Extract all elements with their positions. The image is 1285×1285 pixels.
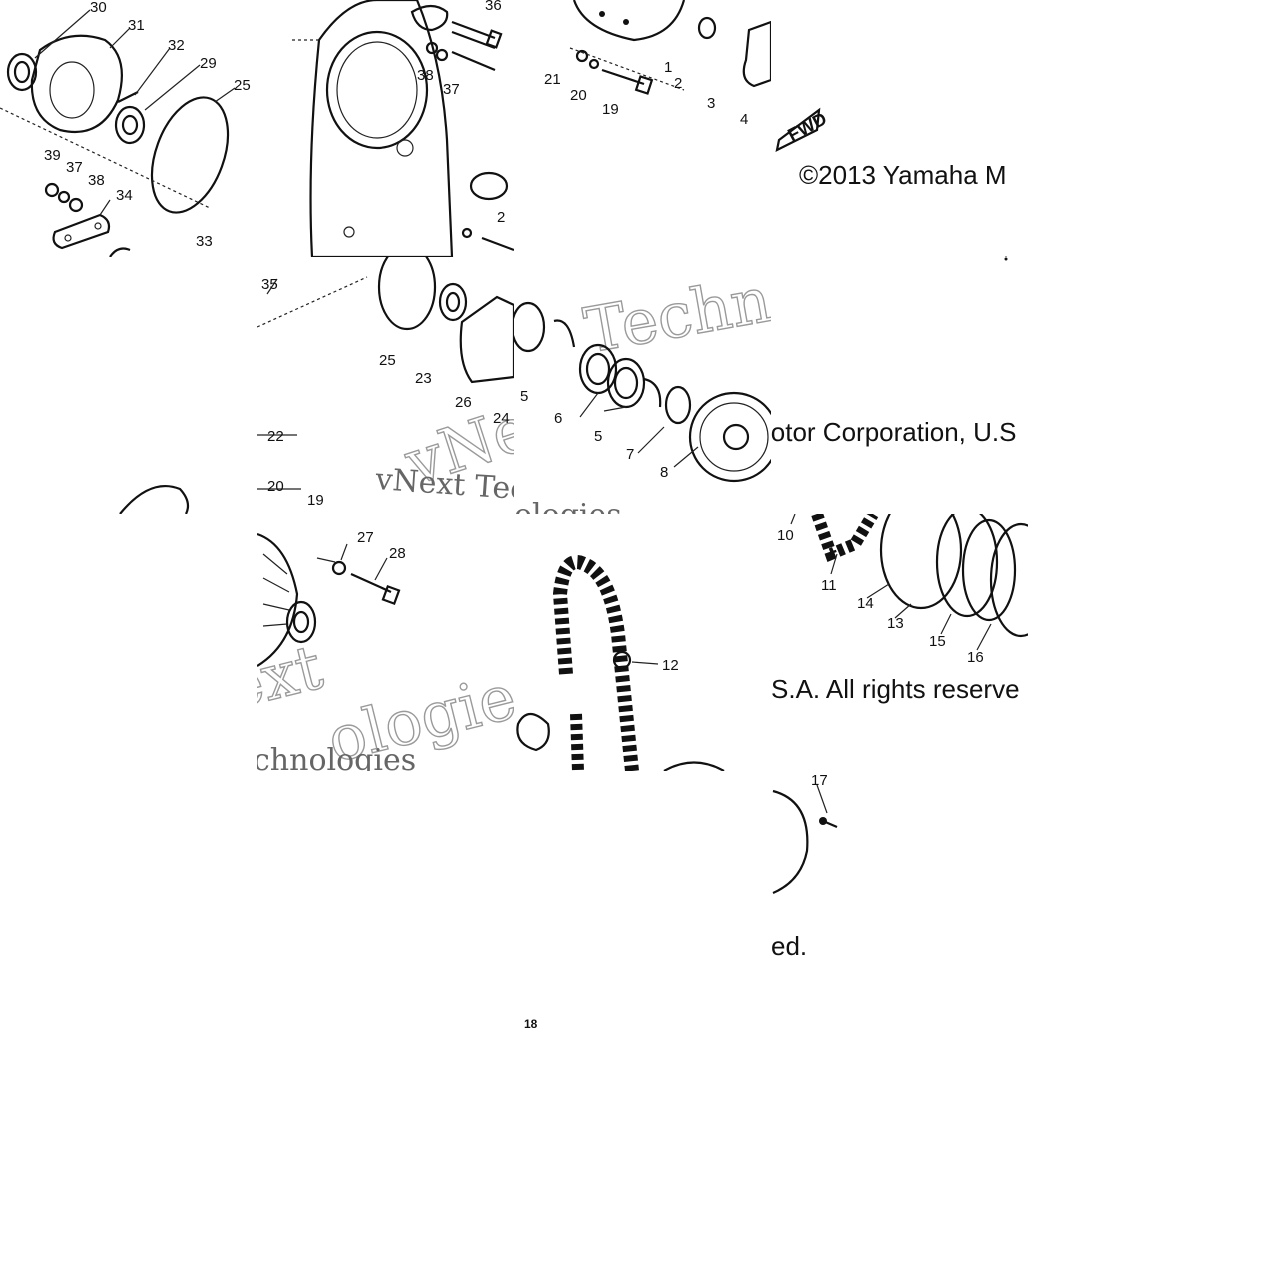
callout-28: 28 [389,545,406,562]
diagram-tile-mid-left: vNe vNext Tec 35 25 23 26 24 22 20 19 [257,257,514,514]
callout-3: 3 [707,95,715,112]
callout-18: 18 [524,1017,538,1031]
callout-7: 7 [626,446,634,463]
callout-25-mid: 25 [379,352,396,369]
callout-23: 23 [415,370,432,387]
diagram-tile-chain: 12 [514,514,771,771]
watermark-techn: Techn [579,263,771,368]
callout-4: 4 [740,111,748,128]
callout-10: 10 [777,527,794,544]
callout-2: 2 [674,75,682,92]
watermark-ologies: ologies [514,498,622,514]
callout-14: 14 [857,595,874,612]
copyright-text-2: lotor Corporation, U.S [771,417,1017,447]
callout-26: 26 [455,394,472,411]
diagram-tile-top-middle: 36 38 37 2 [257,0,514,257]
callout-32: 32 [168,37,185,54]
callout-31: 31 [128,17,145,34]
diagram-tile-mid-center: Techn ologies 5 6 5 7 8 [514,257,771,514]
callout-19: 19 [602,101,619,118]
diagram-tile-copyright-2: lotor Corporation, U.S [771,257,1028,514]
callout-20-mid: 20 [267,478,284,495]
callout-12: 12 [662,657,679,674]
diagram-tile-bottom-right: 17 ed. [771,771,1028,1028]
diagram-tile-lower-left: ext ologies chnologies 27 28 [257,514,514,771]
callout-30: 30 [90,0,107,16]
cover-bolt-assembly: ext ologies chnologies 27 28 [257,529,514,771]
callout-39: 39 [44,147,61,164]
copyright-text-3: S.A. All rights reserve [771,674,1020,704]
callout-24: 24 [493,410,510,427]
callout-22: 22 [267,428,284,445]
diagram-tile-label-18: 18 [514,1010,554,1034]
callout-25: 25 [234,77,251,94]
callout-11: 11 [821,577,837,594]
oil-pump-assembly: vNe vNext Tec 35 25 23 26 24 22 20 19 [257,257,514,509]
callout-13: 13 [887,615,904,632]
diagram-tile-top-right: 1 2 3 4 21 20 19 [514,0,771,257]
hub-assembly: 1 2 3 4 21 20 19 [544,0,771,128]
diagram-tile-discs: 10 11 14 13 15 16 S.A. All rights reserv… [771,514,1028,771]
callout-35: 35 [261,276,278,293]
callout-36: 36 [485,0,502,14]
callout-5b: 5 [594,428,602,445]
copyright-text-4: ed. [771,931,808,961]
diagram-tile-left-fragment [0,257,257,514]
callout-20: 20 [570,87,587,104]
callout-38: 38 [88,172,105,189]
clutch-discs: 10 11 14 13 [777,514,1028,651]
crankcase-cover: 36 38 37 2 [292,0,514,257]
callout-37: 37 [66,159,83,176]
callout-15: 15 [929,633,946,650]
callout-27: 27 [357,529,374,546]
callout-8: 8 [660,464,668,481]
callout-34: 34 [116,187,133,204]
callout-29: 29 [200,55,217,72]
callout-16: 16 [967,649,984,666]
watermark-chnologies: chnologies [257,743,416,771]
callout-21-partial: 2 [497,209,505,226]
diagram-tile-fwd: FWD ©2013 Yamaha M [771,0,1028,257]
callout-37-top: 37 [443,81,460,98]
sprocket-assembly: Techn ologies 5 6 5 7 8 [514,262,771,514]
callout-38-top: 38 [417,67,434,84]
callout-21: 21 [544,71,561,88]
copyright-text-1: ©2013 Yamaha M [799,160,1007,190]
callout-33: 33 [196,233,213,250]
callout-17: 17 [811,772,828,789]
rear-cover-assembly: 30 31 32 29 25 39 37 38 34 33 [0,0,251,257]
callout-19-mid: 19 [307,492,324,509]
callout-6: 6 [554,410,562,427]
callout-1: 1 [664,59,672,76]
drive-chain: 12 [516,555,725,771]
diagram-tile-top-left: 30 31 32 29 25 39 37 38 34 33 [0,0,257,257]
watermark-ext: ext [257,630,329,724]
callout-5: 5 [520,388,528,405]
fwd-label: FWD [784,108,830,145]
retainer-plate: 17 [772,772,838,895]
